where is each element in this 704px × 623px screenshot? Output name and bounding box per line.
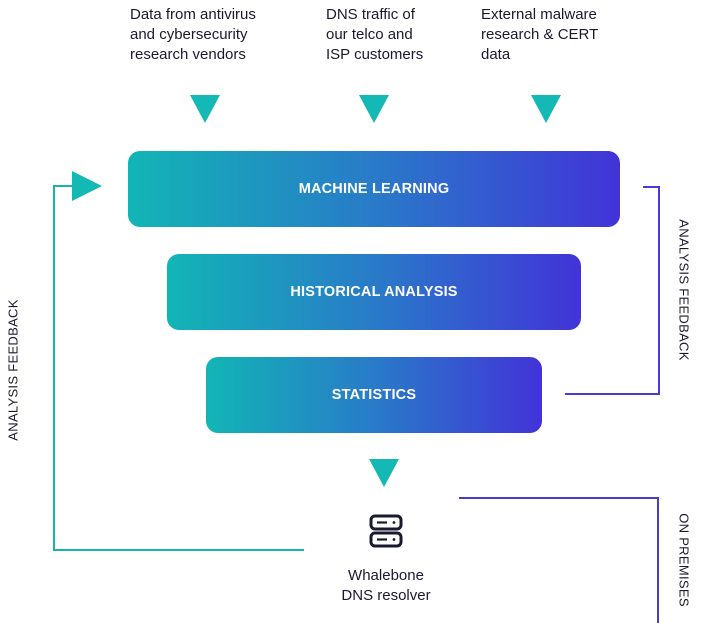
right-analysis-feedback-label: ANALYSIS FEEDBACK: [676, 219, 692, 361]
feedback-line-left-vertical: [53, 185, 55, 551]
layer-statistics: STATISTICS: [206, 357, 542, 433]
feedback-line-right-bottom: [565, 393, 660, 395]
on-premises-line-top: [459, 497, 659, 499]
source-dns-traffic: DNS traffic of our telco and ISP custome…: [326, 6, 424, 63]
layer-label: MACHINE LEARNING: [298, 181, 450, 197]
layer-label: STATISTICS: [331, 387, 417, 403]
layer-label: HISTORICAL ANALYSIS: [290, 284, 458, 300]
layer-historical-analysis: HISTORICAL ANALYSIS: [167, 254, 581, 330]
feedback-line-right-vertical: [658, 186, 660, 395]
on-premises-line-vertical: [657, 497, 659, 623]
feedback-line-left-horizontal-top: [53, 185, 73, 187]
resolver-label: Whalebone DNS resolver: [341, 567, 431, 604]
feedback-line-right-top: [643, 186, 660, 188]
layer-machine-learning: MACHINE LEARNING: [128, 151, 620, 227]
source-external-malware: External malware research & CERT data: [481, 6, 599, 63]
arrow-right-icon: [72, 171, 102, 201]
server-icon: [369, 514, 403, 548]
left-analysis-feedback-label: ANALYSIS FEEDBACK: [5, 299, 21, 441]
feedback-line-left-horizontal-bottom: [53, 549, 304, 551]
on-premises-label: ON PREMISES: [676, 513, 692, 607]
arrow-down-icon: [531, 95, 561, 123]
arrow-down-icon: [369, 459, 399, 487]
arrow-down-icon: [359, 95, 389, 123]
arrow-down-icon: [190, 95, 220, 123]
source-antivirus-vendors: Data from antivirus and cybersecurity re…: [130, 6, 256, 63]
